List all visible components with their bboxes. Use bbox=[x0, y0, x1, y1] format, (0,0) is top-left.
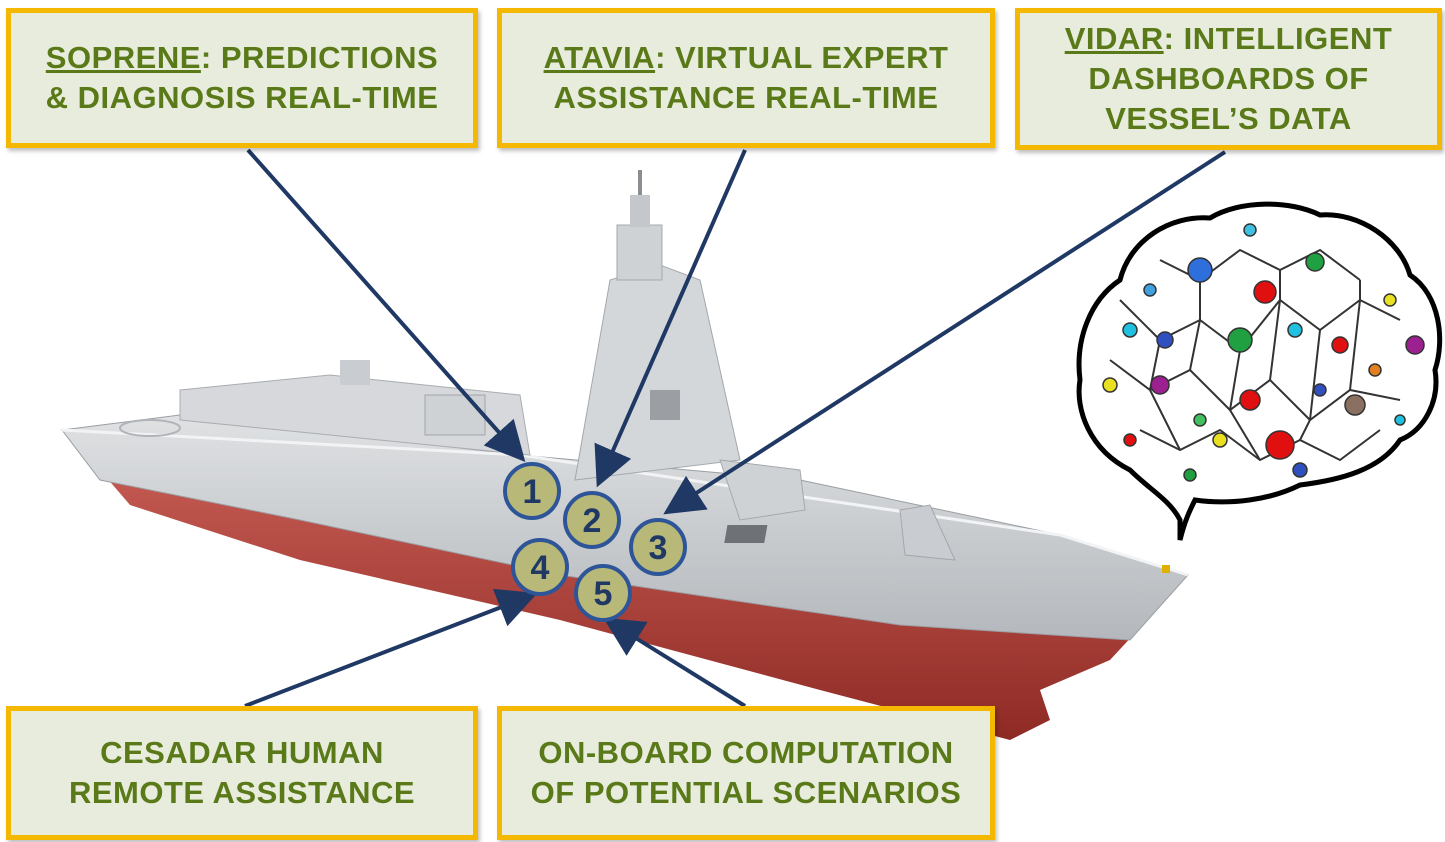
atavia-name: ATAVIA bbox=[543, 40, 656, 75]
marker-2-label: 2 bbox=[583, 502, 602, 540]
marker-3: 3 bbox=[629, 518, 687, 576]
vidar-label-box: VIDAR: INTELLIGENT DASHBOARDS OF VESSEL’… bbox=[1015, 8, 1442, 150]
arrow-cesadar bbox=[244, 588, 538, 708]
ship-superstructure-forward bbox=[719, 459, 806, 521]
soprene-name: SOPRENE bbox=[45, 40, 201, 75]
ship-mast-tower bbox=[574, 264, 741, 481]
marker-5: 5 bbox=[574, 564, 632, 622]
brain-outline bbox=[1076, 201, 1443, 541]
soprene-title: : PREDICTIONS bbox=[200, 40, 439, 75]
cesadar-label-box: CESADAR HUMAN REMOTE ASSISTANCE bbox=[6, 706, 478, 840]
onboard-title: ON-BOARD COMPUTATION bbox=[538, 735, 954, 770]
atavia-title: : VIRTUAL EXPERT bbox=[655, 40, 949, 75]
number-markers: 1 2 3 4 5 bbox=[503, 462, 687, 622]
onboard-label-box: ON-BOARD COMPUTATION OF POTENTIAL SCENAR… bbox=[497, 706, 995, 840]
vidar-title: : INTELLIGENT bbox=[1163, 21, 1393, 56]
vidar-name: VIDAR bbox=[1064, 21, 1164, 56]
atavia-label-box: ATAVIA: VIRTUAL EXPERT ASSISTANCE REAL-T… bbox=[497, 8, 995, 148]
brain-network-illustration bbox=[1076, 201, 1443, 541]
arrow-onboard bbox=[603, 617, 747, 708]
frigate-illustration bbox=[61, 170, 1189, 740]
atavia-subtitle: ASSISTANCE REAL-TIME bbox=[553, 80, 939, 115]
soprene-label-box: SOPRENE: PREDICTIONS & DIAGNOSIS REAL-TI… bbox=[6, 8, 478, 148]
arrow-soprene bbox=[246, 148, 526, 462]
soprene-subtitle: & DIAGNOSIS REAL-TIME bbox=[45, 80, 439, 115]
connector-arrows bbox=[244, 148, 1227, 708]
cesadar-title: CESADAR HUMAN bbox=[100, 735, 384, 770]
marker-1-label: 1 bbox=[523, 473, 542, 511]
marker-4: 4 bbox=[511, 538, 569, 596]
marker-2: 2 bbox=[563, 491, 621, 549]
marker-4-label: 4 bbox=[531, 549, 550, 587]
vidar-subtitle-1: DASHBOARDS OF bbox=[1088, 61, 1369, 96]
cesadar-subtitle: REMOTE ASSISTANCE bbox=[68, 775, 416, 810]
ship-hull-lower bbox=[100, 470, 1175, 740]
arrow-vidar bbox=[663, 150, 1227, 515]
marker-1: 1 bbox=[503, 462, 561, 520]
arrow-atavia bbox=[594, 149, 747, 488]
marker-3-label: 3 bbox=[649, 529, 668, 567]
marker-5-label: 5 bbox=[594, 575, 613, 613]
onboard-subtitle: OF POTENTIAL SCENARIOS bbox=[530, 775, 962, 810]
vidar-subtitle-2: VESSEL’S DATA bbox=[1105, 101, 1352, 136]
